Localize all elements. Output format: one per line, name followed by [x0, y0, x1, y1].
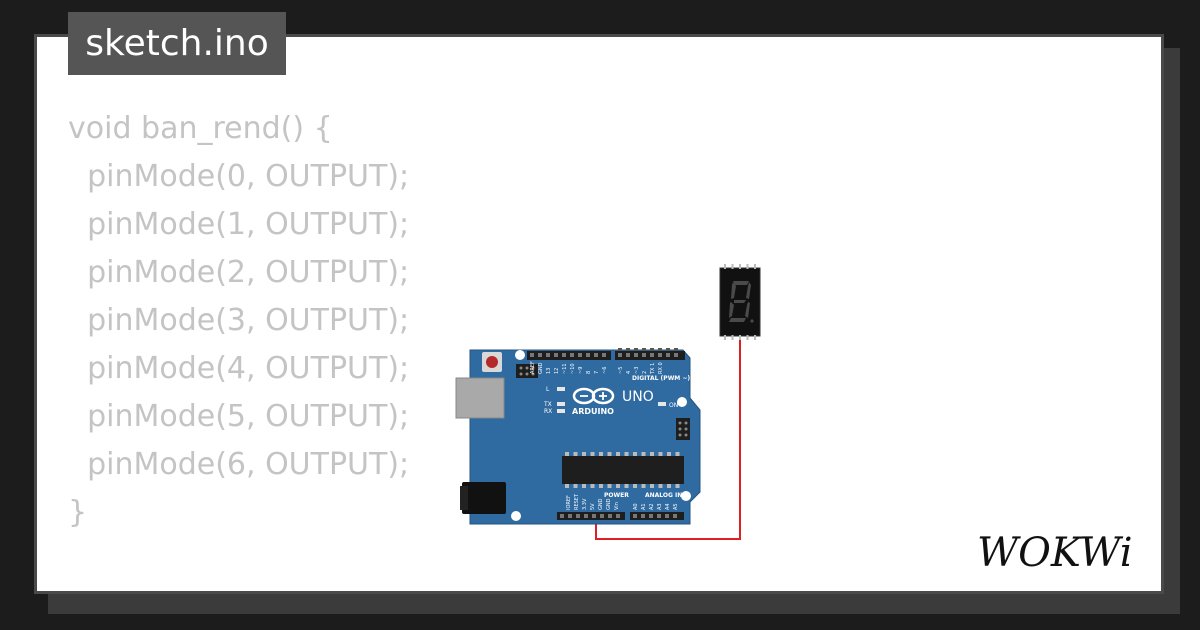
digital-pin-label: ~11 — [562, 363, 568, 374]
power-pin-label: 5V — [590, 503, 596, 510]
analog-pin-label: A3 — [657, 503, 663, 510]
digital-pin-label: TX 1 — [650, 363, 656, 375]
power-pin-label: Vin — [614, 502, 620, 510]
code-line: pinMode(2, OUTPUT); — [68, 255, 410, 290]
power-pin-label: GND — [598, 498, 604, 510]
digital-pin-label: 13 — [546, 368, 552, 374]
icsp-header — [516, 364, 538, 378]
code-line: pinMode(3, OUTPUT); — [68, 303, 410, 338]
led-on-label: ON — [669, 402, 678, 409]
bottom-header — [557, 512, 684, 520]
led-l — [557, 387, 565, 391]
led-rx — [557, 409, 565, 413]
digital-pin-label: ~9 — [578, 367, 584, 374]
usb-port — [455, 377, 505, 419]
mounting-hole — [511, 511, 521, 521]
icsp-header — [676, 418, 690, 440]
board-brand: ARDUINO — [572, 407, 614, 416]
wokwi-logo-icon: WOKWi — [977, 530, 1133, 576]
filename-tab[interactable]: sketch.ino — [68, 12, 286, 75]
digital-label: DIGITAL (PWM ~) — [632, 375, 690, 382]
power-pin-label: 3.3V — [582, 498, 588, 510]
digital-pin-label: 12 — [554, 368, 560, 374]
digital-pin-label: ~3 — [634, 367, 640, 374]
code-line: } — [68, 495, 88, 530]
digital-pin-label: AREF — [530, 361, 536, 374]
digital-pin-label: ~6 — [602, 367, 608, 374]
digit-segments — [729, 281, 754, 323]
seven-segment-display[interactable] — [719, 264, 761, 340]
digital-pin-label: 7 — [594, 371, 600, 374]
led-on — [658, 402, 666, 406]
mounting-hole — [681, 491, 691, 501]
led-tx-label: TX — [543, 401, 552, 408]
analog-pin-label: A2 — [649, 503, 655, 510]
power-jack — [462, 482, 506, 514]
analog-pin-label: A5 — [673, 503, 679, 510]
analog-pin-label: A0 — [633, 503, 639, 510]
board-model: UNO — [622, 389, 654, 405]
digital-pin-label: 2 — [642, 371, 648, 374]
power-pin-label: IOREF — [566, 495, 572, 510]
wire[interactable] — [595, 333, 741, 540]
code-line: pinMode(1, OUTPUT); — [68, 207, 410, 242]
code-line: pinMode(4, OUTPUT); — [68, 351, 410, 386]
analog-pin-label: A4 — [665, 503, 671, 510]
digital-pin-label: RX 0 — [658, 362, 664, 374]
code-line: pinMode(0, OUTPUT); — [68, 159, 410, 194]
code-line: pinMode(6, OUTPUT); — [68, 447, 410, 482]
led-tx — [557, 402, 565, 406]
digital-pin-label: ~5 — [618, 367, 624, 374]
analog-pin-label: A1 — [641, 503, 647, 510]
preview-card: void ban_rend() { pinMode(0, OUTPUT); pi… — [34, 34, 1164, 594]
led-l-label: L — [546, 386, 550, 393]
arduino-logo-icon — [572, 387, 615, 405]
code-line: void ban_rend() { — [68, 111, 333, 146]
code-editor: void ban_rend() { pinMode(0, OUTPUT); pi… — [68, 105, 410, 591]
microcontroller-chip — [562, 452, 684, 488]
digital-header — [527, 348, 685, 360]
digital-pin-label: 4 — [626, 371, 632, 374]
digital-pin-label: GND — [538, 362, 544, 374]
code-line: pinMode(5, OUTPUT); — [68, 399, 410, 434]
mounting-hole — [677, 397, 687, 407]
power-label: POWER — [604, 492, 629, 499]
led-rx-label: RX — [544, 408, 552, 415]
digital-pin-label: 8 — [586, 371, 592, 374]
wokwi-logo-text: WOKWi — [977, 530, 1133, 576]
analog-label: ANALOG IN — [645, 492, 682, 499]
digital-pin-label: ~10 — [570, 363, 576, 374]
power-pin-label: GND — [606, 498, 612, 510]
mounting-hole — [515, 350, 525, 360]
power-pin-label: RESET — [574, 493, 580, 510]
